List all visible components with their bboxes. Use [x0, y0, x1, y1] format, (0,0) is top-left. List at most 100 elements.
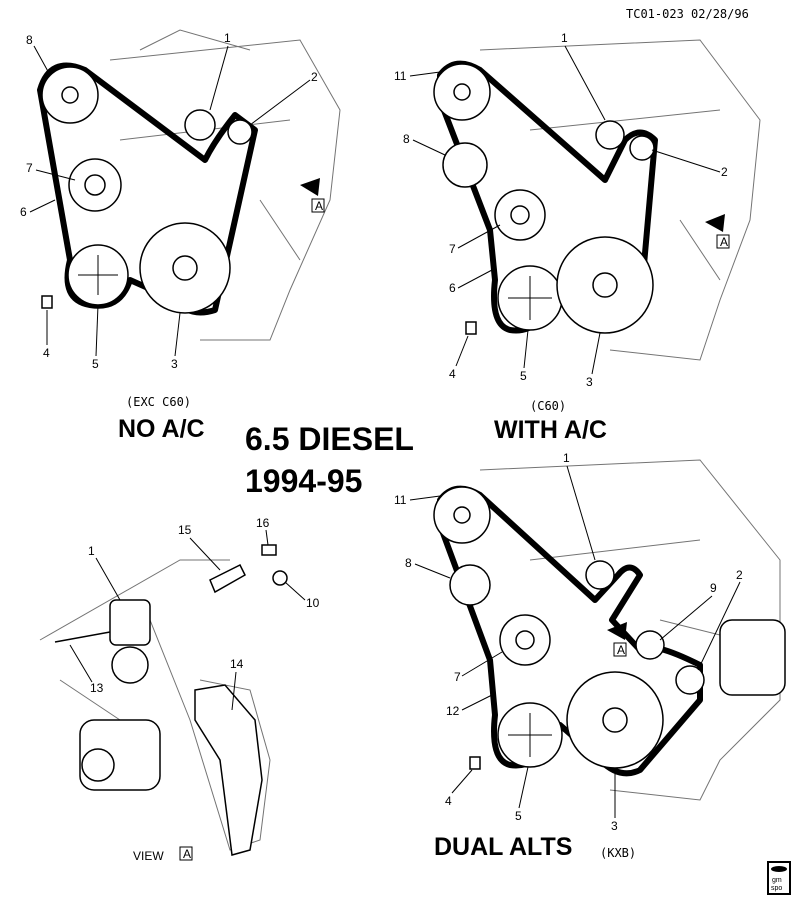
leader-line	[591, 332, 601, 375]
leader-line	[455, 335, 469, 367]
callout-number: 2	[311, 70, 318, 84]
callout-number: 1	[88, 544, 95, 558]
callout-number: 10	[306, 596, 320, 610]
leader-line	[95, 557, 121, 601]
leader-line	[651, 149, 721, 173]
callout-number: 9	[710, 581, 717, 595]
callout-number: 4	[445, 794, 452, 808]
callout-number: 2	[736, 568, 743, 582]
panel-dual-alts: A 11 1 2 9 8 7 12 4 5 3 DUAL ALTS (KXB)	[394, 451, 786, 861]
engine-title: 6.5 DIESEL	[245, 421, 414, 457]
panel-with-ac: A 11 1 2 8 7 6 4 5 3 (C60) WITH A/C	[394, 31, 761, 444]
leader-line	[461, 651, 503, 677]
callout-number: 8	[403, 132, 410, 146]
panel-no-ac: A 8 1 2 7 6 4 5 3 (EXC C60) NO A/C	[20, 29, 341, 443]
diagram-shape	[84, 174, 106, 196]
diagram-shape	[592, 272, 618, 298]
pulley-8	[449, 564, 491, 606]
idler-1	[595, 120, 625, 150]
callout-number: 7	[449, 242, 456, 256]
callout-number: 1	[561, 31, 568, 45]
leader-line	[409, 495, 441, 501]
idler-1	[184, 109, 216, 141]
callouts: 11 1 2 9 8 7 12 4 5 3	[394, 451, 743, 833]
leader-line	[69, 644, 93, 683]
diagram-shape	[39, 559, 271, 851]
diagram-shape	[172, 255, 198, 281]
leader-line	[95, 304, 99, 357]
callouts: 1 15 16 10 13 14	[69, 516, 320, 711]
alternator-pulley-2	[227, 119, 253, 145]
diagram-shape	[453, 506, 471, 524]
bolt-4	[469, 756, 481, 770]
leader-line	[174, 312, 181, 357]
diagram-shape	[716, 234, 730, 249]
pulley-8	[442, 142, 488, 188]
callout-number: 7	[454, 670, 461, 684]
callout-number: 12	[446, 704, 460, 718]
bolt-4	[41, 295, 53, 309]
callout-number: 16	[256, 516, 270, 530]
callout-number: 7	[26, 161, 33, 175]
leader-line	[249, 79, 311, 126]
gm-spo-logo: gm spo	[767, 861, 791, 895]
leader-line	[265, 529, 269, 546]
leader-line	[33, 45, 51, 76]
view-marker: A	[315, 199, 323, 213]
idler-9	[635, 630, 665, 660]
diagram-shape	[613, 642, 627, 657]
view-arrow-icon	[705, 214, 725, 232]
panel-title: DUAL ALTS	[434, 833, 572, 861]
callout-number: 5	[520, 369, 527, 383]
callout-number: 5	[92, 357, 99, 371]
diagram-shape	[515, 630, 535, 650]
brace-15	[209, 563, 246, 594]
leader-line	[523, 329, 529, 369]
callout-number: 8	[26, 33, 33, 47]
diagram-shape	[453, 83, 471, 101]
callout-number: 15	[178, 523, 192, 537]
callout-number: 11	[394, 493, 407, 507]
callout-number: gm	[772, 877, 782, 884]
leader-line	[564, 45, 606, 121]
leader-line	[457, 224, 501, 249]
view-marker: A	[617, 643, 625, 657]
leader-line	[231, 671, 237, 711]
idler-1	[585, 560, 615, 590]
leader-line	[518, 766, 529, 809]
option-code: (KXB)	[600, 846, 636, 860]
callouts: 11 1 2 8 7 6 4 5 3	[394, 31, 728, 389]
alternator-pulley-2	[675, 665, 705, 695]
leader-line	[508, 713, 552, 757]
view-label: VIEW	[133, 849, 164, 863]
tensioner-pulley	[111, 646, 149, 684]
callout-number: 5	[515, 809, 522, 823]
callout-number: spo	[771, 885, 782, 892]
panel-title: NO A/C	[118, 415, 205, 443]
leader-line	[451, 769, 473, 794]
leader-line	[284, 581, 306, 601]
diagram-shape	[179, 846, 193, 861]
bolt-16	[261, 544, 277, 556]
callout-number: 1	[224, 31, 231, 45]
leader-line	[697, 581, 741, 671]
callout-number: 2	[721, 165, 728, 179]
view-arrow-icon	[607, 622, 627, 640]
alternator-pulley-2	[629, 135, 655, 161]
leader-line	[209, 45, 229, 111]
leader-line	[189, 537, 221, 571]
leader-line	[566, 465, 596, 561]
option-code: (EXC C60)	[126, 395, 191, 409]
callout-number: 6	[449, 281, 456, 295]
leader-line	[29, 199, 56, 213]
bracket-14	[194, 684, 263, 856]
option-code: (C60)	[530, 399, 566, 413]
diagram-shape	[479, 39, 761, 361]
callout-number: 4	[43, 346, 50, 360]
diagram-shape	[54, 631, 111, 643]
view-marker: A	[720, 235, 728, 249]
leader-line	[414, 563, 451, 579]
callouts: 8 1 2 7 6 4 5 3	[20, 31, 318, 371]
callout-number: 3	[611, 819, 618, 833]
